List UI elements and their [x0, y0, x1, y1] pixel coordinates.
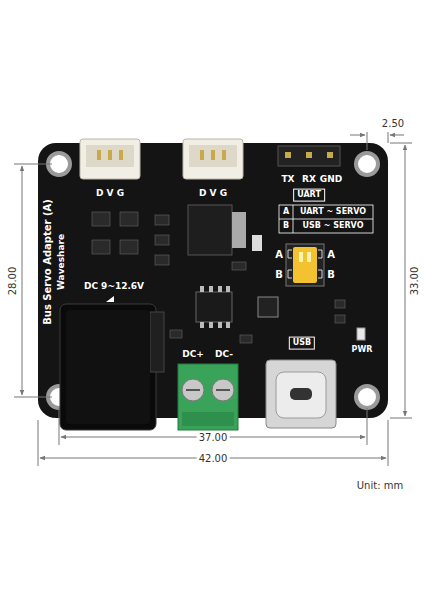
interface-label: UART — [293, 189, 325, 202]
mode-label: UART ~ SERVO — [300, 208, 366, 217]
mode-jumper — [286, 244, 324, 286]
jumper-label: B — [275, 269, 283, 280]
mode-label: A — [283, 208, 289, 217]
input-voltage-label: DC 9~12.6V — [84, 282, 144, 292]
pin-label: D V G — [199, 189, 227, 199]
board-name: Bus Servo Adapter (A) — [42, 199, 53, 325]
terminal-label: DC+ — [182, 350, 204, 360]
dimension-label: 42.00 — [197, 453, 230, 464]
jumper-label: A — [327, 249, 335, 260]
terminal-label: DC- — [215, 350, 233, 360]
screw-terminal — [178, 364, 238, 430]
dc-jack — [60, 296, 164, 430]
unit-note: Unit: mm — [357, 480, 403, 491]
jumper-label: A — [275, 249, 283, 260]
usb-c-port — [266, 360, 336, 428]
led-label: PWR — [352, 346, 373, 355]
pin-label: RX — [302, 175, 316, 185]
uart-header — [278, 146, 340, 166]
mode-label: B — [283, 222, 289, 231]
pin-label: GND — [320, 175, 342, 185]
mode-label: USB ~ SERVO — [303, 222, 364, 231]
jumper-label: B — [327, 269, 335, 280]
pin-label: TX — [281, 175, 294, 185]
ic-chips — [196, 286, 278, 328]
port-label: USB — [289, 337, 315, 350]
dimension-label: 37.00 — [197, 432, 230, 443]
dimension-lines — [14, 132, 412, 466]
dimension-label: 28.00 — [7, 265, 18, 298]
servo-connectors — [80, 139, 243, 179]
dimension-label: 33.00 — [409, 265, 420, 298]
regulator — [188, 205, 262, 255]
mode-table — [279, 205, 373, 233]
brand-name: Waveshare — [57, 234, 67, 290]
dimension-label: 2.50 — [380, 118, 406, 129]
pin-label: D V G — [96, 189, 124, 199]
power-led — [357, 328, 365, 340]
